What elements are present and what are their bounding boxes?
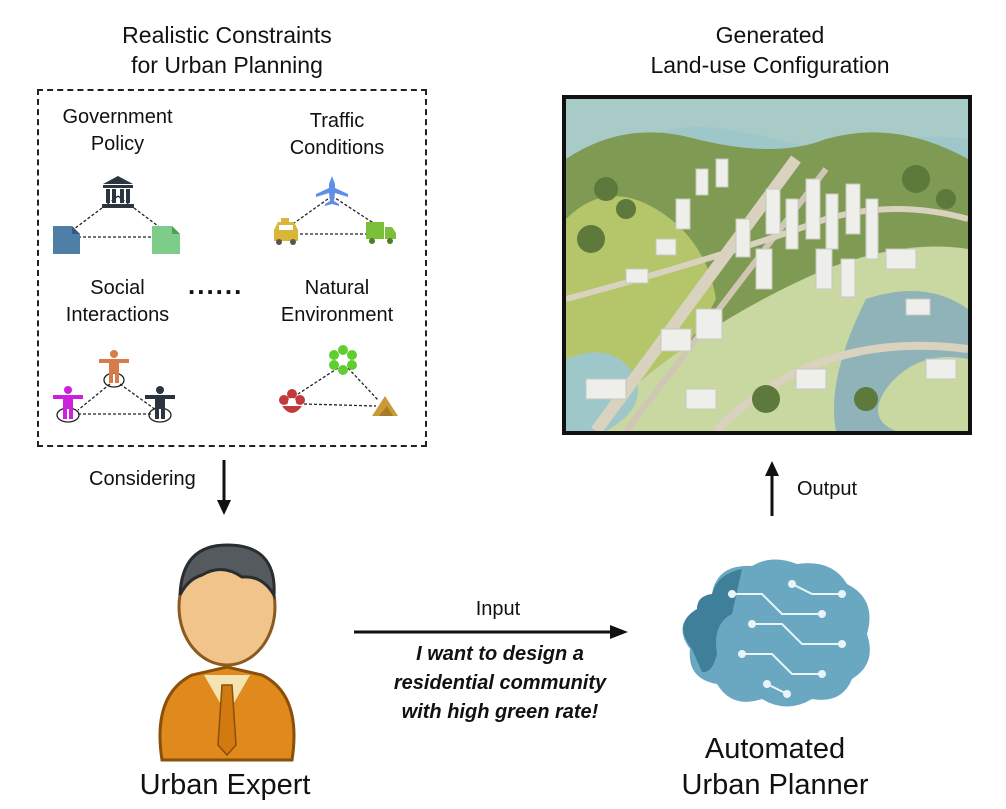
truck-icon	[366, 222, 396, 244]
planner-line1: Automated	[704, 733, 846, 765]
prompt-line2: residential community	[393, 672, 607, 694]
output-title-line2: Land-use Configuration	[650, 52, 890, 78]
urban-expert-avatar	[158, 543, 296, 762]
output-title: Generated Land-use Configuration	[590, 20, 950, 80]
constraints-box	[37, 89, 427, 447]
social-line1: Social	[90, 277, 145, 299]
government-policy-label: Government Policy	[40, 104, 195, 158]
traffic-line2: Conditions	[289, 137, 385, 159]
automated-planner-label: Automated Urban Planner	[640, 731, 910, 803]
social-line2: Interactions	[65, 304, 170, 326]
document-icon-green	[152, 226, 180, 254]
government-line1: Government	[62, 106, 173, 128]
natural-line2: Environment	[280, 304, 394, 326]
constraints-title: Realistic Constraints for Urban Planning	[62, 20, 392, 80]
prompt-line1: I want to design a	[416, 643, 584, 665]
government-policy-graphic	[53, 176, 180, 254]
output-arrow	[765, 461, 779, 516]
government-line2: Policy	[90, 133, 145, 155]
bank-icon	[102, 176, 134, 208]
airplane-icon	[316, 176, 348, 206]
mountain-icon	[372, 396, 398, 416]
output-label: Output	[797, 478, 858, 500]
land-use-map-image	[566, 99, 968, 431]
brain-icon	[682, 559, 870, 707]
social-interactions-graphic	[53, 350, 175, 423]
document-icon-blue	[53, 226, 80, 254]
output-title-line1: Generated	[715, 22, 825, 48]
ellipsis: ......	[188, 270, 244, 300]
person-icon-dark	[145, 386, 175, 419]
considering-label: Considering	[89, 468, 196, 490]
prompt-text: I want to design a residential community…	[355, 640, 645, 727]
input-label: Input	[475, 598, 521, 620]
traffic-conditions-label: Traffic Conditions	[262, 108, 412, 162]
prompt-line3: with high green rate!	[401, 701, 599, 723]
planner-line2: Urban Planner	[681, 769, 869, 801]
traffic-conditions-graphic	[274, 176, 396, 245]
input-arrow	[354, 625, 628, 639]
flower-icon-red	[279, 389, 305, 413]
traffic-line1: Traffic	[309, 110, 365, 132]
constraints-title-line2: for Urban Planning	[131, 52, 323, 78]
urban-expert-label: Urban Expert	[139, 769, 311, 801]
person-icon-orange	[99, 350, 129, 383]
natural-environment-graphic	[279, 345, 398, 416]
taxi-icon	[274, 218, 298, 245]
constraints-title-line1: Realistic Constraints	[122, 22, 332, 48]
land-use-map	[562, 95, 972, 435]
flower-icon-green	[329, 345, 357, 375]
person-icon-magenta	[53, 386, 83, 419]
natural-environment-label: Natural Environment	[262, 275, 412, 329]
natural-line1: Natural	[304, 277, 370, 299]
considering-arrow	[217, 460, 231, 515]
social-interactions-label: Social Interactions	[40, 275, 195, 329]
